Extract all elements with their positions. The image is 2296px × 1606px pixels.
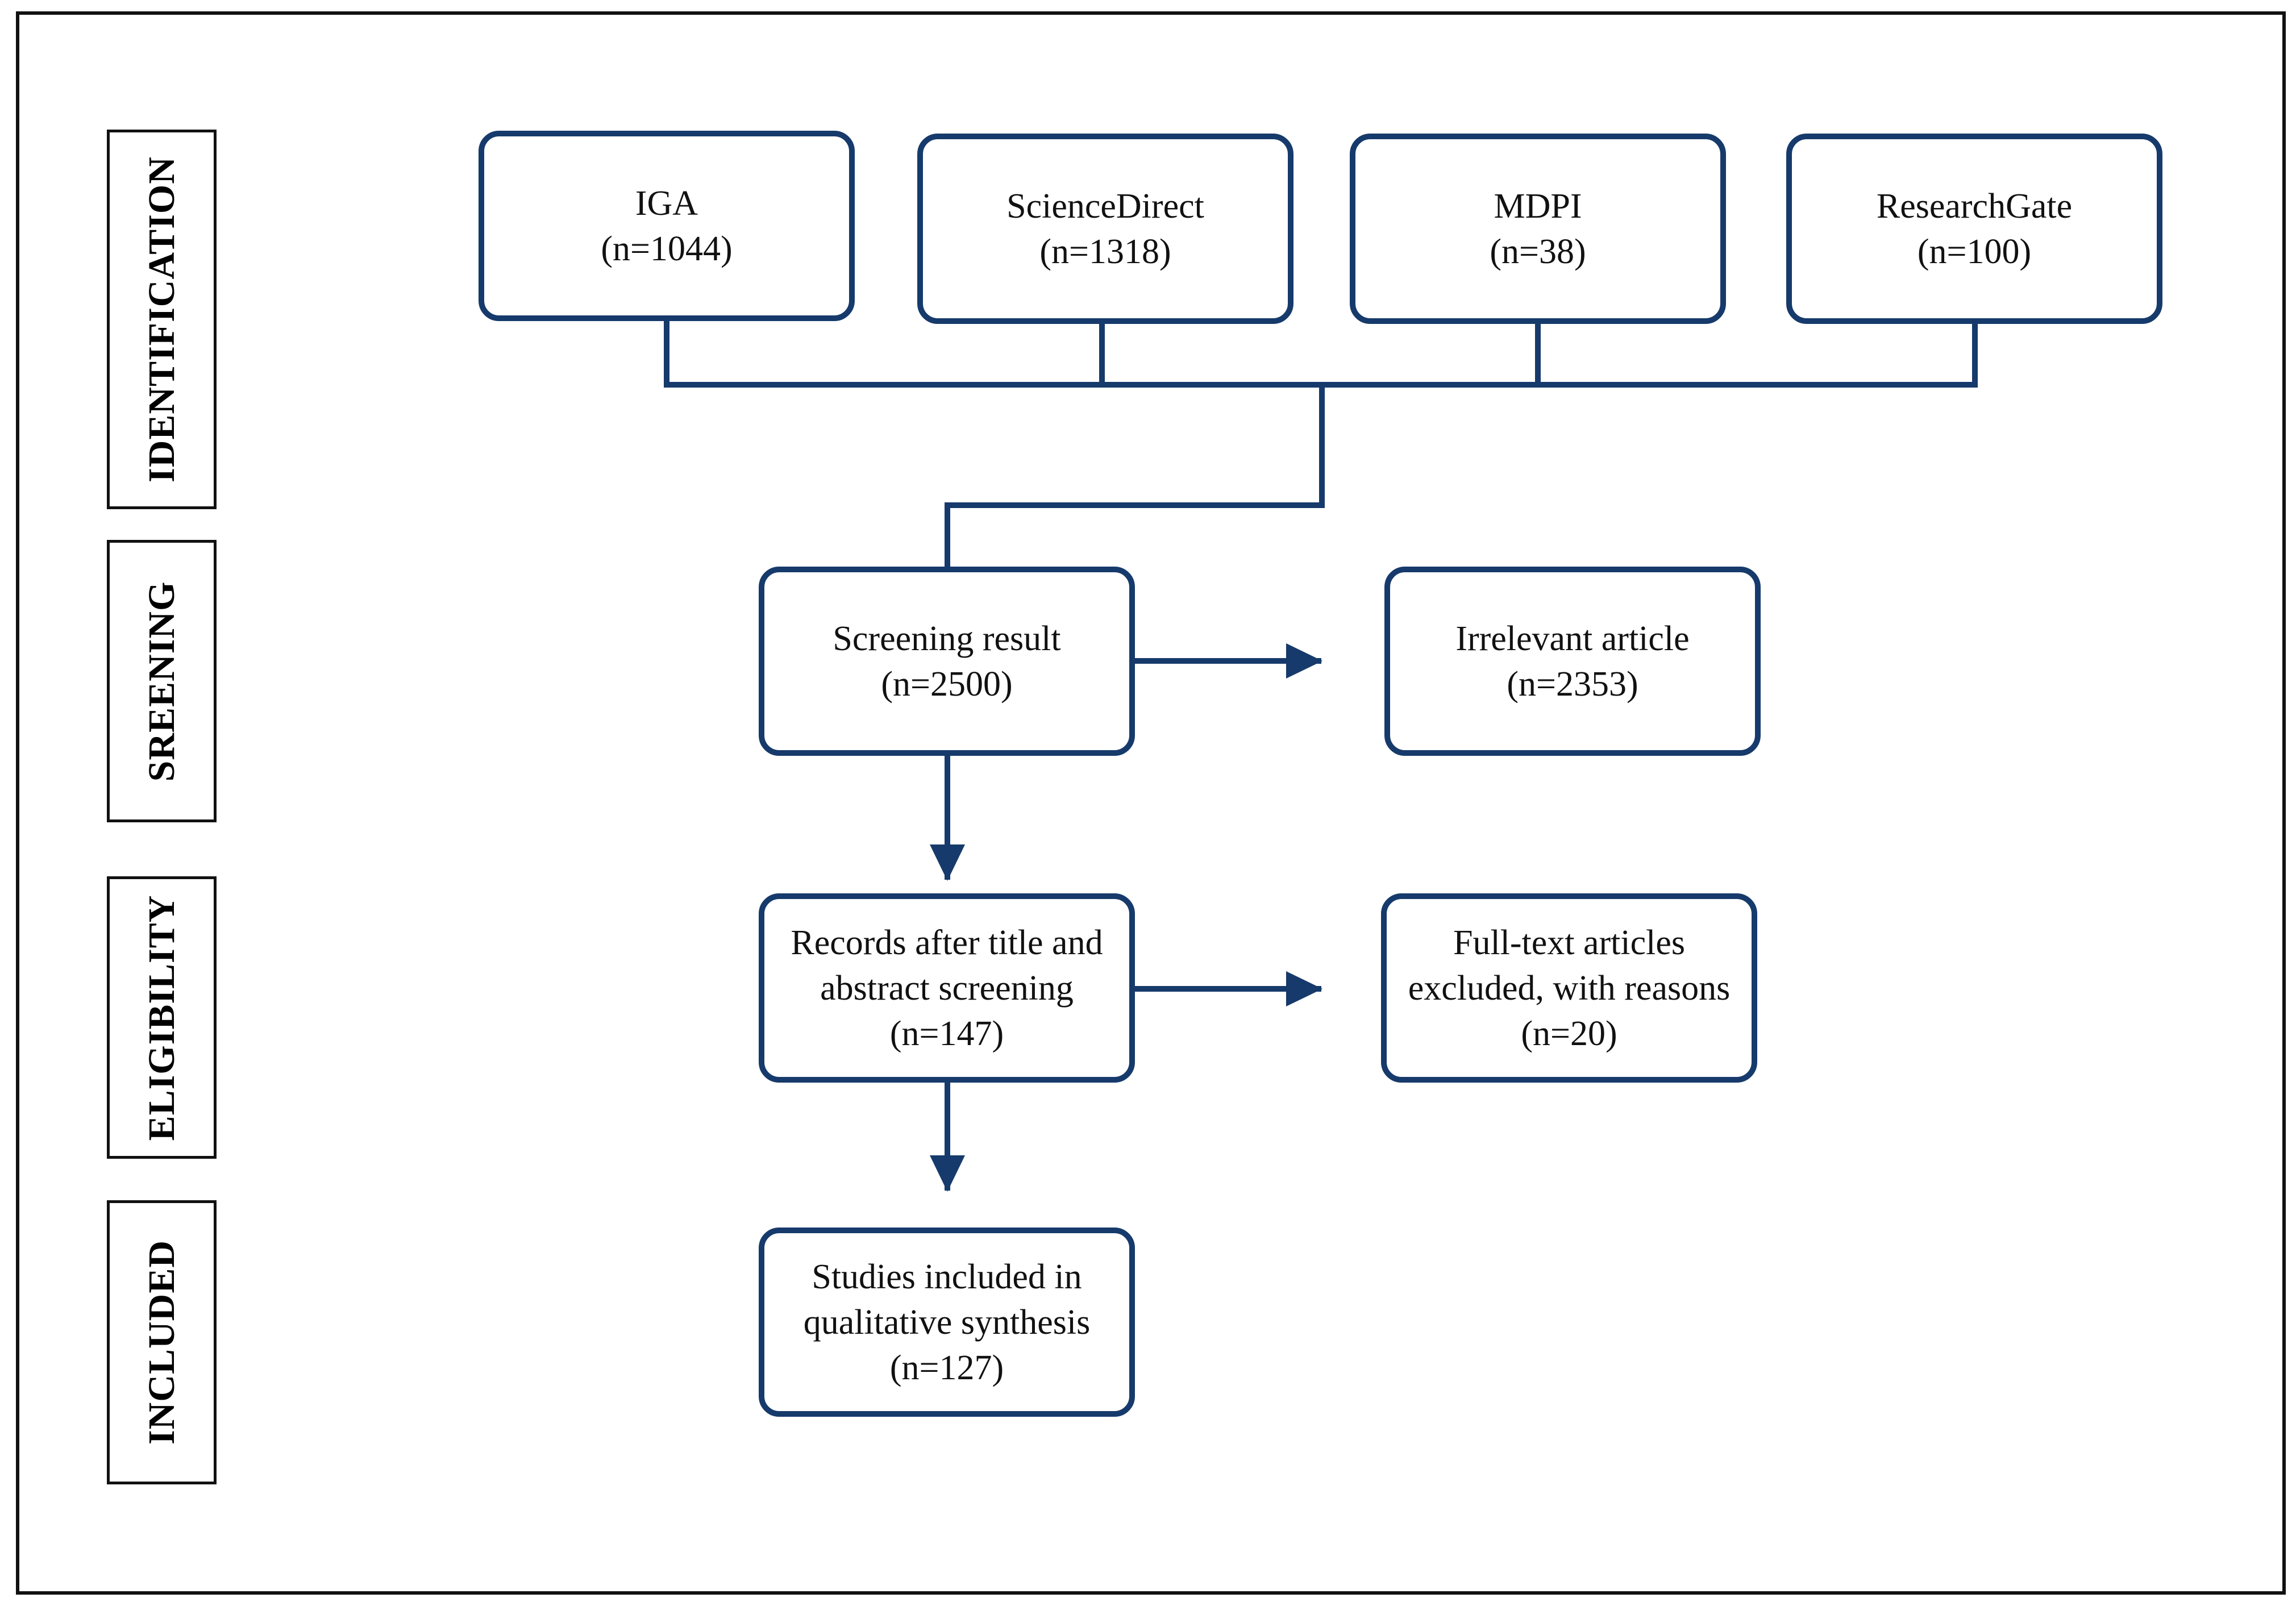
excluded-articles-line1: Full-text articles [1453, 923, 1686, 962]
source-iga-name: IGA [635, 184, 698, 223]
included-studies-count: (n=127) [889, 1348, 1004, 1387]
stage-eligibility: ELIGIBILITY [107, 876, 217, 1159]
irrelevant-article-box: Irrelevant article (n=2353) [1384, 567, 1761, 756]
screening-result-box: Screening result (n=2500) [759, 567, 1135, 756]
stage-eligibility-label: ELIGIBILITY [140, 894, 182, 1141]
stage-screening: SREENING [107, 540, 217, 822]
source-mdpi-name: MDPI [1494, 186, 1582, 226]
source-iga-box: IGA (n=1044) [479, 131, 855, 321]
excluded-articles-count: (n=20) [1521, 1014, 1617, 1053]
records-screened-count: (n=147) [889, 1014, 1004, 1053]
screening-result-label: Screening result [833, 619, 1061, 658]
source-mdpi-count: (n=38) [1490, 232, 1586, 271]
source-researchgate-box: ResearchGate (n=100) [1786, 134, 2162, 324]
records-screened-line2: abstract screening [820, 968, 1074, 1008]
source-researchgate-name: ResearchGate [1876, 186, 2073, 226]
source-iga-count: (n=1044) [601, 229, 733, 268]
stage-included-label: INCLUDED [140, 1239, 182, 1445]
source-sciencedirect-box: ScienceDirect (n=1318) [917, 134, 1293, 324]
irrelevant-article-count: (n=2353) [1507, 664, 1638, 704]
source-mdpi-box: MDPI (n=38) [1350, 134, 1726, 324]
stage-screening-label: SREENING [140, 581, 182, 781]
stage-identification: IDENTIFICATION [107, 130, 217, 509]
records-screened-box: Records after title and abstract screeni… [759, 893, 1135, 1083]
stage-identification-label: IDENTIFICATION [140, 156, 182, 482]
irrelevant-article-label: Irrelevant article [1455, 619, 1690, 658]
source-sciencedirect-name: ScienceDirect [1006, 186, 1204, 226]
diagram-frame [16, 11, 2286, 1595]
excluded-articles-line2: excluded, with reasons [1408, 968, 1731, 1008]
included-studies-line2: qualitative synthesis [803, 1303, 1091, 1342]
excluded-articles-box: Full-text articles excluded, with reason… [1381, 893, 1757, 1083]
stage-included: INCLUDED [107, 1200, 217, 1484]
included-studies-line1: Studies included in [812, 1257, 1082, 1296]
screening-result-count: (n=2500) [881, 664, 1013, 704]
source-researchgate-count: (n=100) [1917, 232, 2032, 271]
source-sciencedirect-count: (n=1318) [1039, 232, 1171, 271]
records-screened-line1: Records after title and [791, 923, 1103, 962]
included-studies-box: Studies included in qualitative synthesi… [759, 1228, 1135, 1417]
